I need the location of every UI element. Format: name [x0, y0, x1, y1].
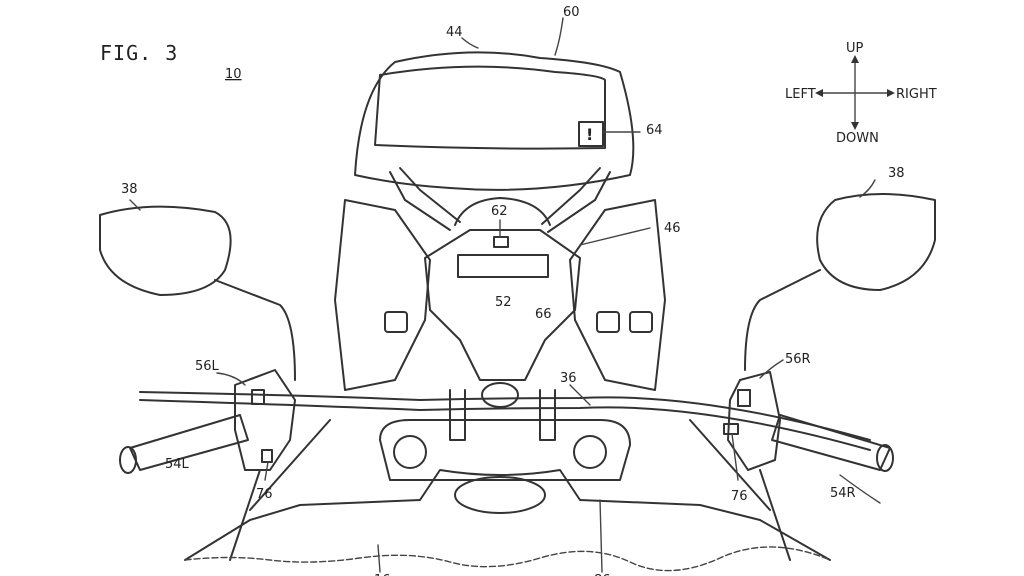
label-76-left: 76 — [256, 487, 273, 502]
body-lines — [229, 419, 791, 561]
mirror-left — [99, 205, 232, 296]
leader-lines-bottom — [377, 499, 603, 573]
label-38-right: 38 — [888, 166, 905, 181]
label-54R: 54R — [830, 486, 856, 501]
grip-right — [771, 414, 891, 471]
meter-top — [454, 197, 551, 226]
label-66: 66 — [535, 307, 552, 322]
switch-left-panel — [384, 311, 408, 333]
mirror-right-stem — [744, 269, 821, 371]
direction-legend — [815, 55, 895, 130]
warning-icon-box — [578, 121, 604, 147]
fork-top — [379, 419, 631, 481]
label-76-right: 76 — [731, 489, 748, 504]
display-screen — [374, 65, 606, 150]
label-56L: 56L — [195, 359, 220, 374]
meter-housing — [424, 229, 581, 381]
screen-stay-left — [389, 167, 461, 231]
riser-left — [449, 389, 466, 441]
switch-right-panel-2 — [629, 311, 653, 333]
label-38-left: 38 — [121, 182, 138, 197]
tank — [184, 469, 831, 561]
fuel-cap — [454, 476, 546, 514]
fork-cap-left — [393, 435, 427, 469]
label-62: 62 — [491, 204, 508, 219]
mirror-left-stem — [214, 279, 296, 381]
legend-right: RIGHT — [896, 87, 937, 102]
switch-left-button — [251, 389, 265, 405]
label-44: 44 — [446, 25, 463, 40]
label-36: 36 — [560, 371, 577, 386]
leader-lines — [129, 17, 881, 504]
grip-left — [129, 414, 249, 471]
screen-stay-right — [541, 167, 611, 233]
label-86: 86 — [594, 573, 611, 576]
cut-line — [184, 546, 831, 572]
switch-right-button — [737, 389, 751, 407]
legend-up: UP — [846, 41, 864, 56]
label-60: 60 — [563, 5, 580, 20]
switch-right-panel-1 — [596, 311, 620, 333]
windscreen — [354, 51, 635, 191]
label-54L: 54L — [165, 457, 190, 472]
label-46: 46 — [664, 221, 681, 236]
button-76-left — [261, 449, 273, 463]
label-52: 52 — [495, 295, 512, 310]
steering-nut — [481, 382, 519, 408]
meter-display — [457, 254, 549, 278]
camera — [493, 236, 509, 248]
grip-left-end — [119, 446, 137, 474]
side-cowl-left — [334, 199, 431, 391]
side-cowl-right — [569, 199, 666, 391]
figure-title: FIG. 3 — [100, 41, 178, 65]
fork-cap-right — [573, 435, 607, 469]
mirror-right — [816, 193, 936, 291]
legend-down: DOWN — [836, 131, 879, 146]
label-64: 64 — [646, 123, 663, 138]
button-76-right — [723, 423, 739, 435]
label-16: 16 — [374, 573, 391, 576]
switch-housing-left — [234, 369, 296, 471]
warning-icon: ! — [586, 125, 593, 144]
switch-housing-right — [727, 371, 781, 471]
riser-right — [539, 389, 556, 441]
main-ref: 10 — [225, 67, 242, 82]
grip-right-end — [876, 444, 894, 472]
legend-left: LEFT — [785, 87, 816, 102]
label-56R: 56R — [785, 352, 811, 367]
